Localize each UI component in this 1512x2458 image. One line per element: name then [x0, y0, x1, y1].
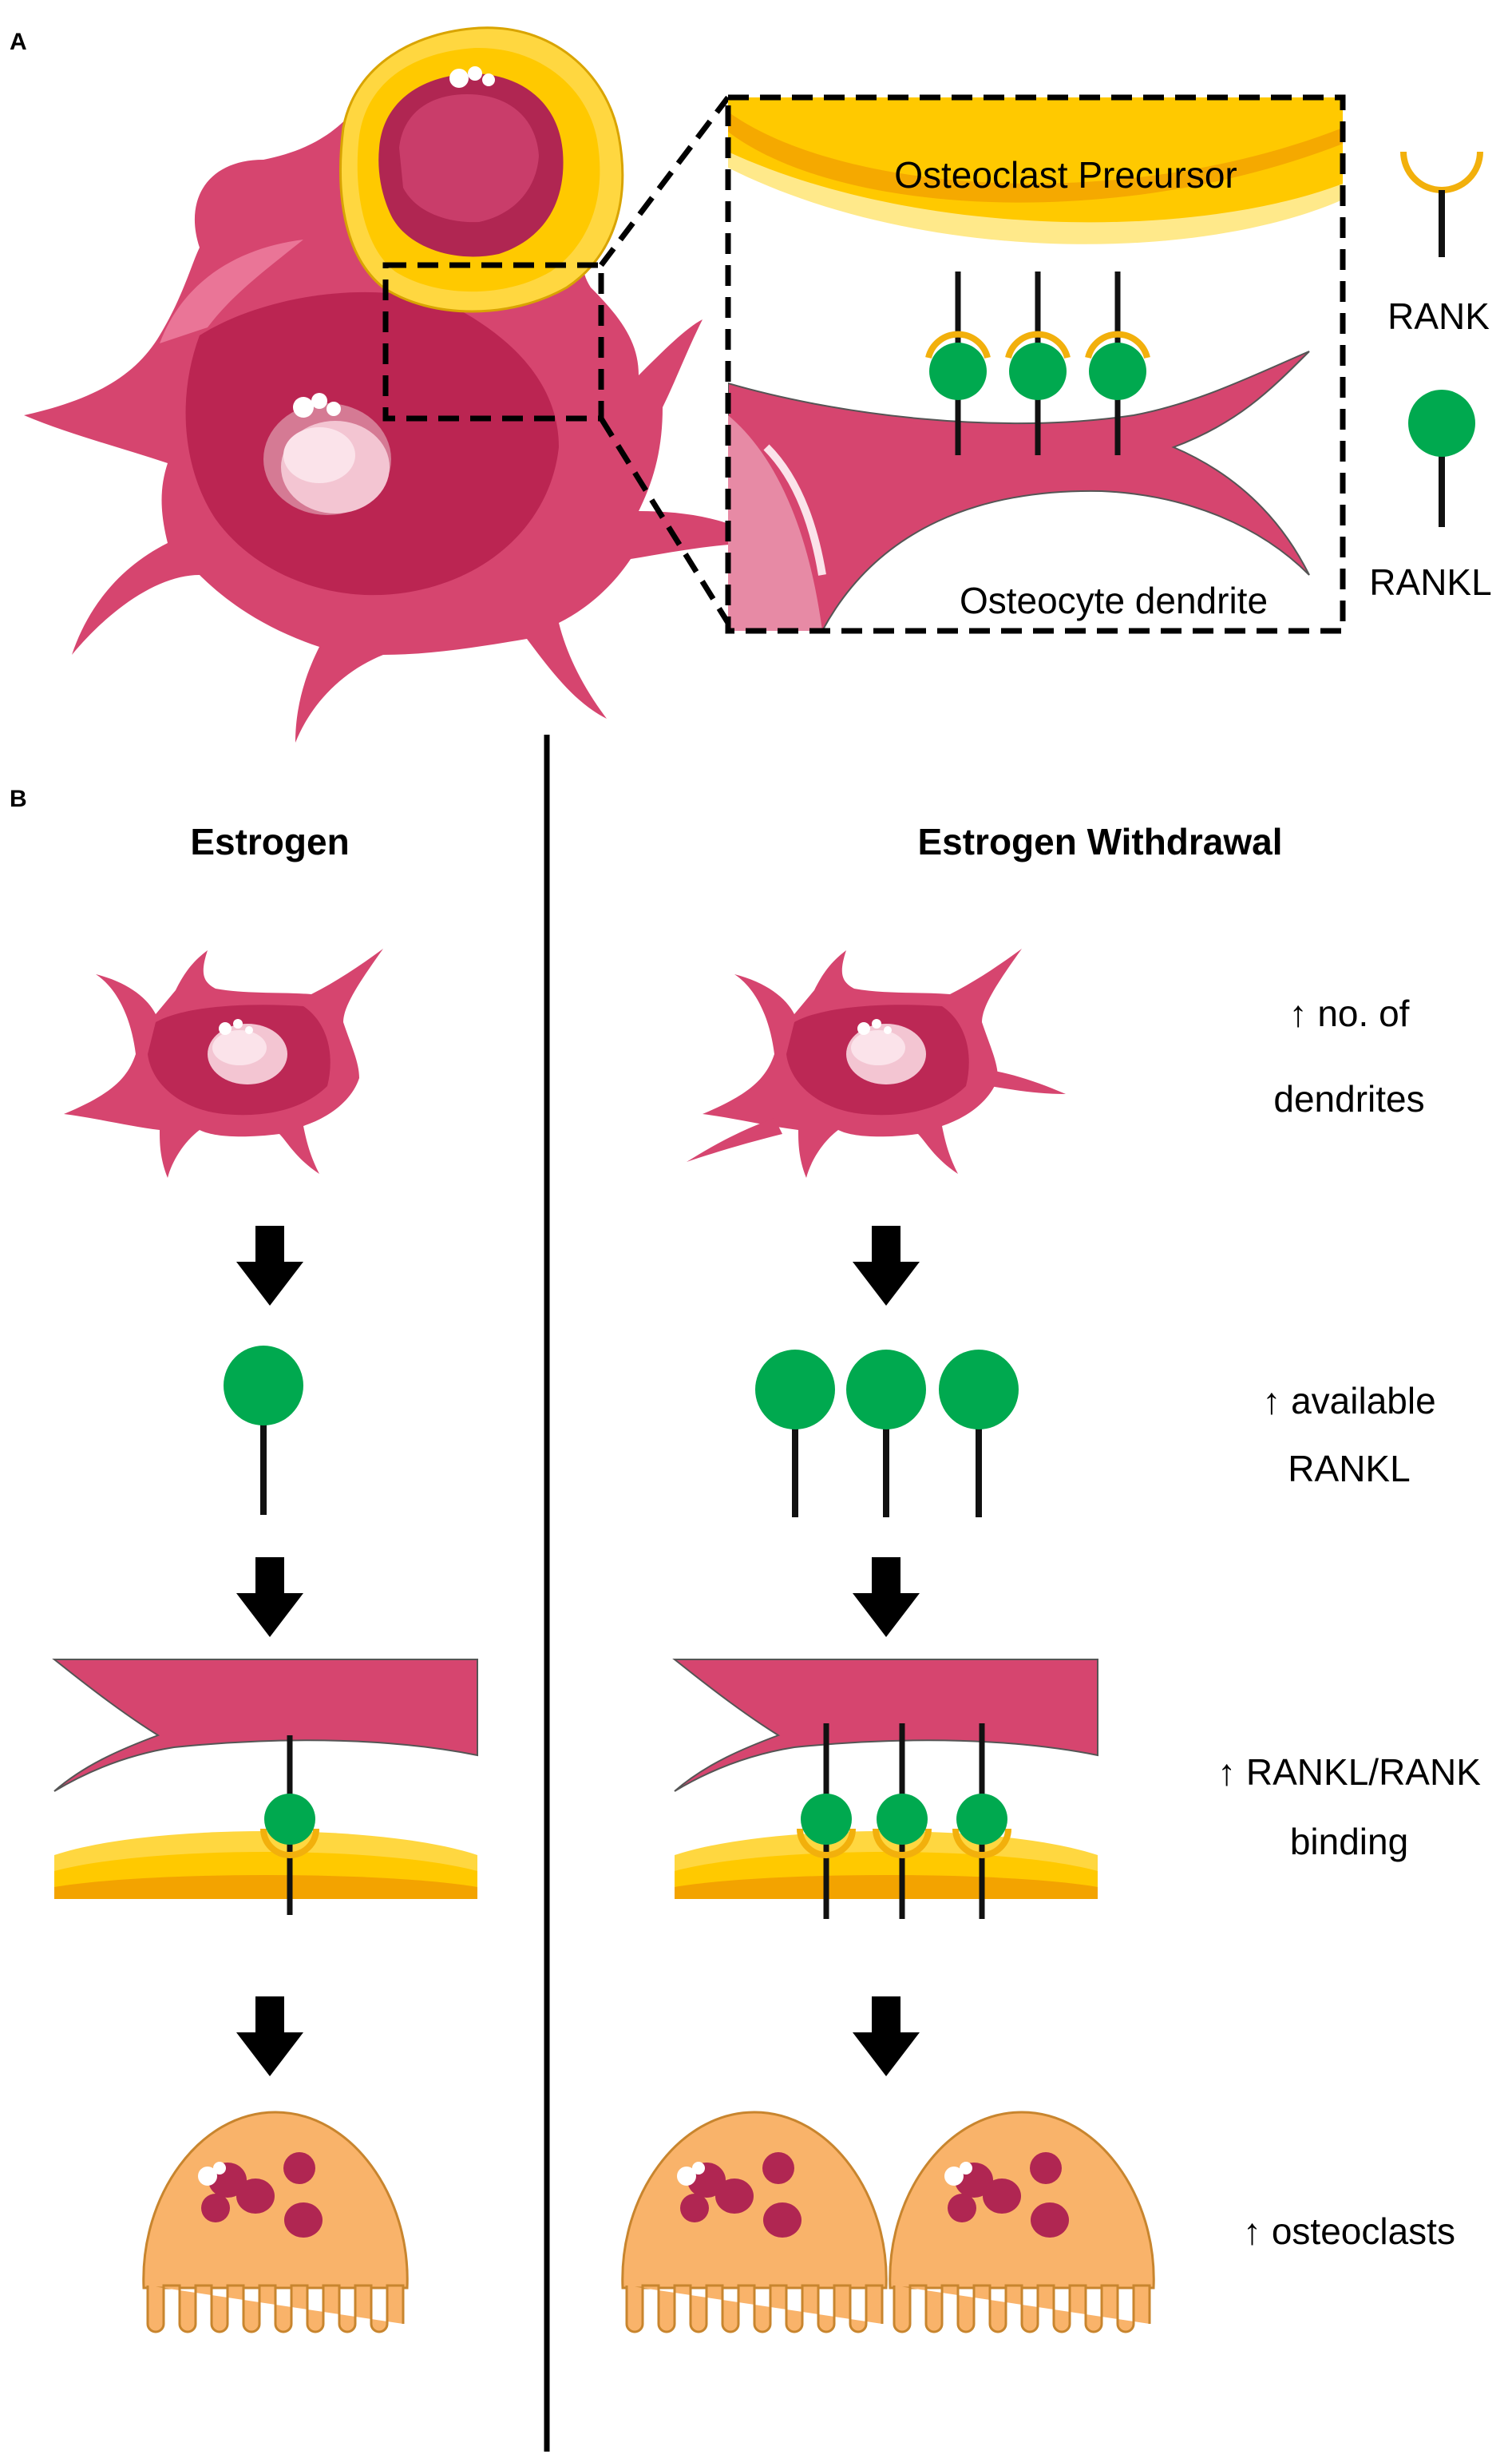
note-binding: ↑ RANKL/RANK binding [1217, 1751, 1481, 1862]
note-4-line-1: ↑ osteoclasts [1243, 2210, 1455, 2252]
note-1-line-2: dendrites [1273, 1078, 1424, 1120]
note-3-line-1: ↑ RANKL/RANK [1217, 1751, 1481, 1793]
note-2-line-1: ↑ available [1262, 1380, 1435, 1421]
down-arrow-icon [236, 1996, 303, 2076]
osteoclast-icon [142, 2111, 409, 2333]
left-heading: Estrogen [190, 821, 349, 862]
right-osteocyte [687, 949, 1066, 1178]
rank-icon [1400, 151, 1483, 257]
osteoclast-icon [621, 2111, 888, 2333]
dendrite-label: Osteocyte dendrite [960, 580, 1268, 621]
down-arrow-icon [853, 1557, 920, 1637]
right-rankl-group [755, 1350, 1019, 1517]
down-arrow-icon [853, 1226, 920, 1306]
legend: RANK RANKL [1369, 151, 1492, 603]
left-binding [53, 1659, 478, 1915]
legend-rankl-label: RANKL [1369, 561, 1491, 603]
down-arrow-icon [853, 1996, 920, 2076]
panel-b-letter: B [10, 786, 27, 812]
inset-binding-pairs [925, 272, 1150, 455]
note-3-line-2: binding [1290, 1821, 1408, 1862]
down-arrow-icon [236, 1226, 303, 1306]
right-binding [674, 1659, 1098, 1919]
note-dendrites: ↑ no. of dendrites [1273, 993, 1424, 1120]
osteoclast-icon [889, 2111, 1155, 2333]
left-osteocyte [64, 949, 383, 1178]
precursor-label: Osteoclast Precursor [894, 154, 1237, 196]
panel-a-letter: A [10, 29, 27, 55]
note-2-line-2: RANKL [1288, 1448, 1410, 1489]
note-rankl: ↑ available RANKL [1262, 1380, 1435, 1489]
contact-site-box [382, 262, 604, 422]
down-arrow-icon [236, 1557, 303, 1637]
osteoclast-precursor-icon [339, 26, 624, 313]
right-heading: Estrogen Withdrawal [917, 821, 1282, 862]
note-1-line-1: ↑ no. of [1289, 993, 1410, 1034]
left-rankl [224, 1346, 303, 1515]
legend-rank-label: RANK [1387, 295, 1490, 337]
note-osteoclasts: ↑ osteoclasts [1243, 2210, 1455, 2252]
rankl-icon [1408, 390, 1475, 527]
